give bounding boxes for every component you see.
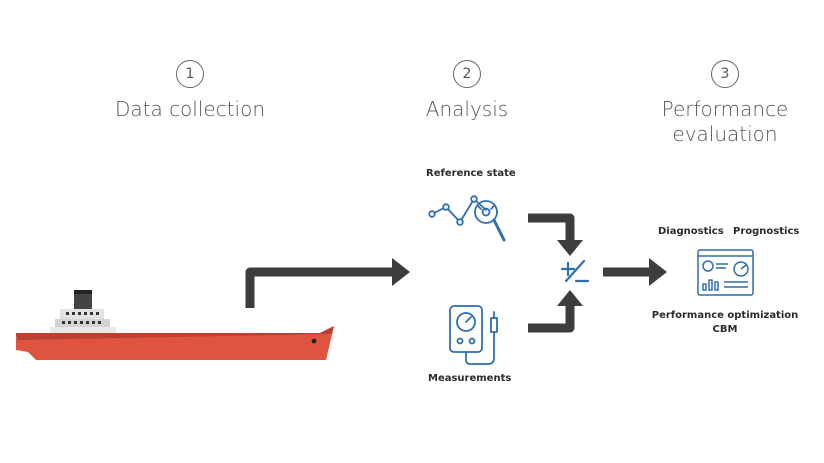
- step-2: 2 Analysis: [372, 60, 562, 122]
- step-1: 1 Data collection: [95, 60, 285, 122]
- step-number: 2: [453, 60, 481, 88]
- ship-icon: [16, 290, 334, 360]
- step-number: 1: [176, 60, 204, 88]
- diagnostics-label: Diagnostics: [658, 226, 724, 237]
- trend-search-icon: [428, 195, 506, 242]
- dashboard-icon: [697, 249, 754, 296]
- cbm-text: CBM: [712, 324, 738, 335]
- performance-optimization-text: Performance optimization: [651, 310, 799, 321]
- measurements-label: Measurements: [428, 373, 512, 384]
- prognostics-label: Prognostics: [733, 226, 800, 237]
- compare-icon: [560, 259, 590, 283]
- step-title: Performance evaluation: [630, 97, 820, 147]
- step-number: 3: [711, 60, 739, 88]
- step-title-line1: Performance: [661, 97, 789, 121]
- step-title: Data collection: [114, 97, 266, 121]
- step-3: 3 Performance evaluation: [630, 60, 820, 147]
- step-title: Analysis: [425, 97, 509, 121]
- optimization-label: Performance optimization CBM: [640, 310, 810, 335]
- meter-device-icon: [449, 305, 498, 365]
- step-title-line2: evaluation: [672, 122, 778, 146]
- arrow-head: [392, 258, 410, 286]
- reference-state-label: Reference state: [426, 168, 516, 179]
